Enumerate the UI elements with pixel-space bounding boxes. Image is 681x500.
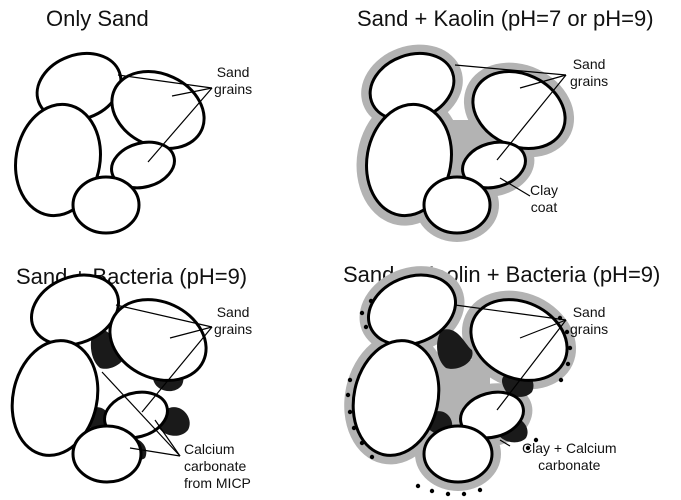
label-line: Sand [570, 304, 608, 321]
label-sand-grains: Sand grains [570, 304, 608, 338]
label-line: grains [570, 73, 608, 90]
label-line: Sand [214, 304, 252, 321]
label-clay-calcium-carbonate: Clay + Calcium carbonate [522, 440, 617, 474]
label-line: coat [530, 199, 558, 216]
sand-grain [424, 177, 490, 233]
label-line: carbonate [184, 458, 251, 475]
label-line: grains [570, 321, 608, 338]
label-sand-grains: Sand grains [570, 56, 608, 90]
label-line: Clay [530, 182, 558, 199]
label-line: Sand [214, 64, 252, 81]
panel-only-sand [7, 42, 217, 233]
label-clay-coat: Clay coat [530, 182, 558, 216]
label-line: Calcium [184, 441, 251, 458]
sand-grain [424, 426, 492, 482]
label-sand-grains: Sand grains [214, 64, 252, 98]
label-line: Sand [570, 56, 608, 73]
label-line: grains [214, 81, 252, 98]
label-line: grains [214, 321, 252, 338]
sand-grain [73, 177, 139, 233]
label-line: from MICP [184, 475, 251, 492]
label-calcium-carbonate: Calcium carbonate from MICP [184, 441, 251, 492]
sand-grain [73, 426, 141, 482]
label-line: carbonate [522, 457, 617, 474]
label-line: Clay + Calcium [522, 440, 617, 457]
label-sand-grains: Sand grains [214, 304, 252, 338]
